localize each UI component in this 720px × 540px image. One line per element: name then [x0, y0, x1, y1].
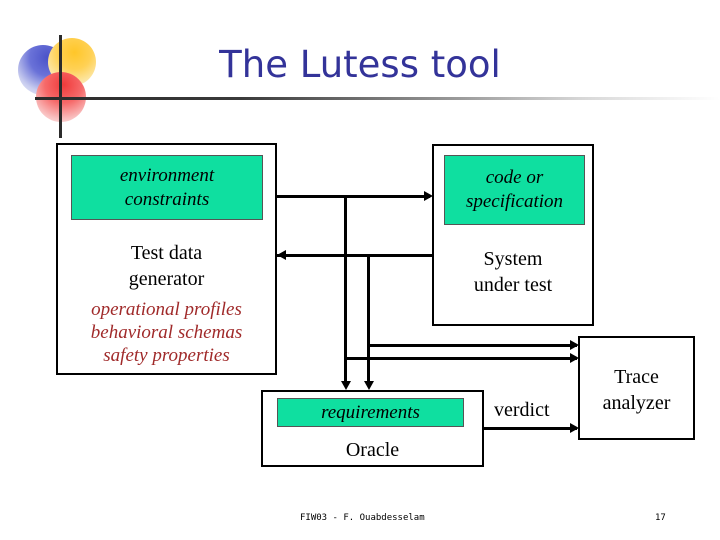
footer-page-number: 17 — [655, 513, 666, 523]
edge-sut-to-oracle-line — [367, 254, 370, 385]
label-line-1: Test data — [130, 242, 203, 264]
label-line-2: generator — [128, 268, 205, 290]
footer-attribution: FIW03 - F. Ouabdesselam — [300, 513, 425, 523]
note-behavioral-schemas: behavioral schemas — [90, 322, 243, 343]
edge-label-verdict: verdict — [494, 399, 550, 421]
edge-sut-to-generator-arrowhead — [277, 250, 286, 260]
highlight-line-1: requirements — [321, 401, 420, 423]
page-title: The Lutess tool — [219, 43, 501, 86]
edge-generator-to-trace-analyzer-arrowhead — [570, 353, 579, 363]
highlight-line-2: constraints — [124, 188, 210, 210]
title-divider-rule — [35, 97, 720, 100]
edge-generator-to-sut-arrowhead — [424, 191, 433, 201]
edge-generator-to-oracle-line — [344, 195, 347, 385]
edge-generator-to-oracle-arrowhead — [341, 381, 351, 390]
note-operational-profiles: operational profiles — [91, 299, 242, 320]
highlight-line-1: environment — [119, 164, 215, 186]
edge-sut-to-generator-line — [277, 254, 432, 257]
highlight-code-or-specification: code or specification — [444, 155, 585, 225]
edge-generator-to-sut-line — [277, 195, 430, 198]
node-trace-analyzer[interactable] — [578, 336, 695, 440]
label-line-2: analyzer — [602, 392, 671, 414]
highlight-requirements: requirements — [277, 398, 464, 427]
notes-test-data-generator: operational profiles behavioral schemas … — [60, 298, 273, 367]
label-system-under-test: System under test — [434, 246, 592, 298]
label-test-data-generator: Test data generator — [60, 240, 273, 292]
crosshair-vertical-icon — [59, 35, 62, 138]
label-trace-analyzer: Trace analyzer — [578, 364, 695, 416]
edge-generator-to-trace-analyzer-line — [344, 357, 577, 360]
edge-oracle-to-trace-analyzer-line — [484, 427, 577, 430]
label-line-1: Trace — [614, 366, 659, 388]
highlight-line-2: specification — [465, 191, 564, 212]
edge-oracle-to-trace-analyzer-arrowhead — [570, 423, 579, 433]
label-line-1: Oracle — [345, 439, 400, 461]
label-line-2: under test — [473, 274, 553, 296]
edge-sut-to-oracle-arrowhead — [364, 381, 374, 390]
edge-sut-to-trace-analyzer-arrowhead — [570, 340, 579, 350]
note-safety-properties: safety properties — [103, 345, 230, 366]
edge-sut-to-trace-analyzer-line — [367, 344, 577, 347]
label-oracle: Oracle — [263, 437, 482, 463]
highlight-line-1: code or — [485, 167, 544, 188]
label-line-1: System — [483, 248, 543, 270]
highlight-environment-constraints: environment constraints — [71, 155, 263, 220]
